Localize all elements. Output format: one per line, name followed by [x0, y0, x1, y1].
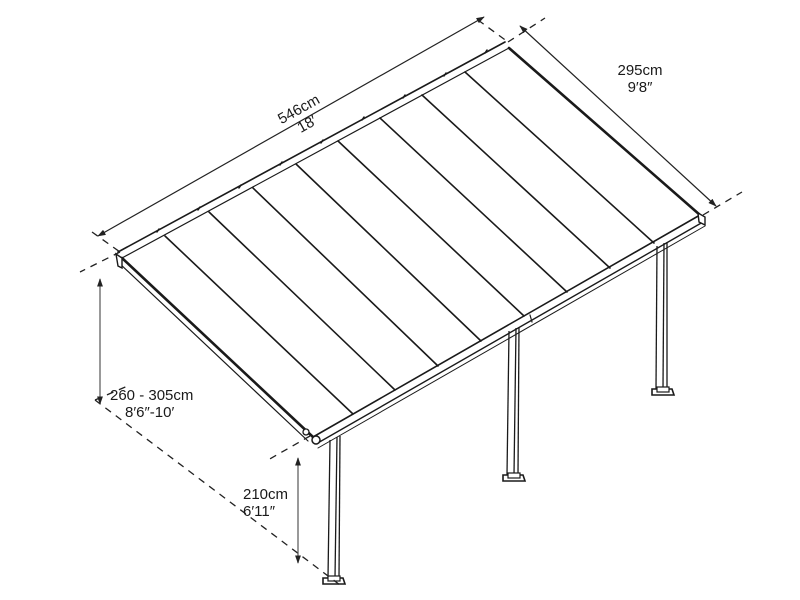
wall-beam [117, 41, 510, 259]
post-height-imperial: 6′11″ [243, 503, 276, 520]
wall-height-metric: 260 - 305cm [110, 387, 194, 404]
depth-metric: 295cm [617, 62, 663, 79]
length-dimension-line [97, 16, 485, 237]
post-left [322, 435, 347, 585]
gutter-bracket [302, 428, 310, 436]
post-right [651, 242, 676, 396]
depth-imperial: 9′8″ [627, 79, 653, 96]
extension-lines [79, 17, 743, 586]
depth-label: 295cm 9′8″ [600, 62, 680, 96]
corner-cap-back-left [115, 252, 123, 270]
corner-cap-front-right [697, 211, 706, 227]
wall-height-label: 260 - 305cm 8′6″-10′ [110, 387, 214, 421]
panel-dividers [164, 71, 655, 415]
left-side-rafter [117, 256, 315, 442]
dimension-lines [97, 16, 717, 564]
wall-height-imperial: 8′6″-10′ [125, 404, 175, 421]
post-middle [502, 326, 527, 482]
depth-dimension-line [519, 25, 717, 207]
post-height-label: 210cm 6′11″ [243, 486, 293, 520]
post-height-metric: 210cm [243, 486, 289, 503]
posts [322, 242, 676, 585]
corner-cap-front-left [311, 435, 321, 445]
